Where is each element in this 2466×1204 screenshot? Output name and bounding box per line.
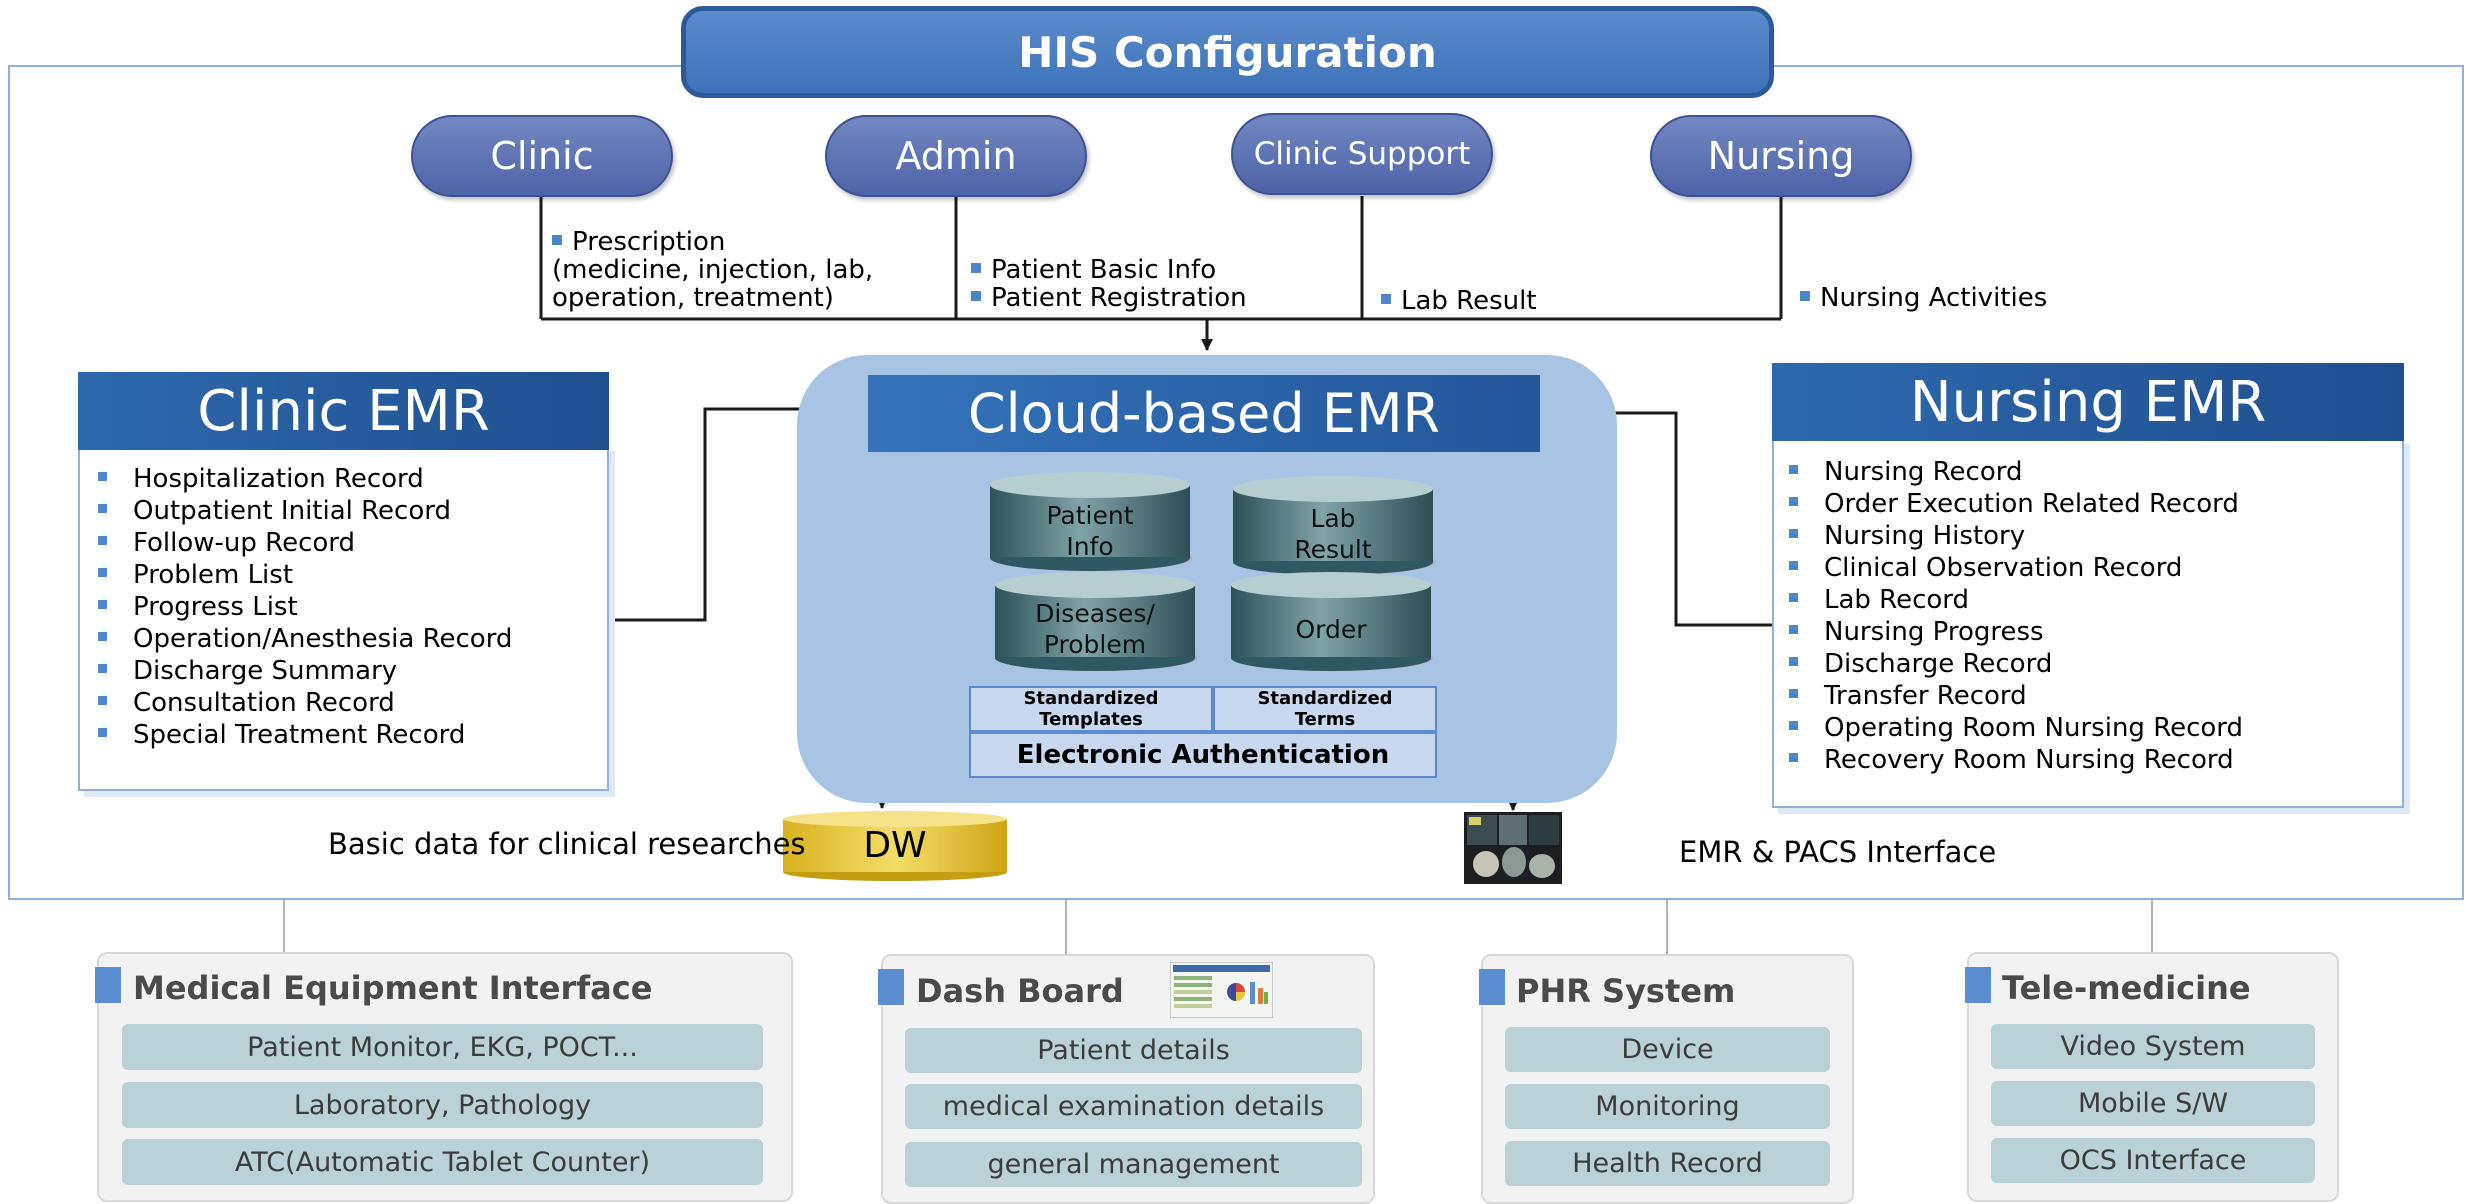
list-item: Recovery Room Nursing Record [1789,744,2402,776]
list-item: Nursing Record [1789,456,2402,488]
module-item: general management [905,1142,1362,1187]
patient-info-label: Patient Info [990,500,1190,562]
module-item: Health Record [1505,1141,1830,1186]
list-item: Hospitalization Record [98,463,607,495]
list-item: Transfer Record [1789,680,2402,712]
module-item: Video System [1991,1024,2315,1069]
clinic-flow-line: operation, treatment) [552,283,834,313]
list-item: Discharge Record [1789,648,2402,680]
list-item: Operating Room Nursing Record [1789,712,2402,744]
module-item: Patient details [905,1028,1362,1073]
admin-flow-line: Patient Registration [991,283,1247,313]
module-marker [1965,967,1991,1003]
order-db-icon [1231,572,1433,671]
module-item: Device [1505,1027,1830,1072]
list-item: Discharge Summary [98,655,607,687]
module-item: Monitoring [1505,1084,1830,1129]
std-line: Standardized [1257,688,1393,709]
cloud-emr-header: Cloud-based EMR [868,375,1540,452]
order-label: Order [1295,615,1367,644]
module-title: Tele-medicine [2002,969,2251,1007]
list-item: Order Execution Related Record [1789,488,2402,520]
db-label-line: Result [1294,535,1372,564]
db-label-line: Problem [1043,630,1147,659]
module-item: ATC(Automatic Tablet Counter) [122,1139,763,1185]
admin-node: Admin [825,115,1087,197]
nursing-emr-panel: Nursing Record Order Execution Related R… [1772,438,2404,808]
clinic-support-flow-note: Lab Result [1381,287,1537,315]
clinic-emr-list: Hospitalization Record Outpatient Initia… [80,447,607,751]
db-label-line: Info [1066,532,1114,561]
std-line: Templates [1039,709,1143,730]
clinic-support-flow-line: Lab Result [1401,286,1537,316]
bullet-icon [971,262,981,273]
module-title: PHR System [1516,972,1736,1010]
module-marker [95,967,121,1003]
dw-caption: Basic data for clinical researches [328,827,806,861]
list-item: Follow-up Record [98,527,607,559]
diseases-label: Diseases/ Problem [995,598,1195,660]
db-label-line: Patient [1046,501,1134,530]
db-label-line: Lab [1310,504,1356,533]
clinic-flow-line: (medicine, injection, lab, [552,255,874,285]
nursing-flow-line: Nursing Activities [1820,283,2048,313]
arrow-clinic-emr [609,403,865,622]
module-item: Mobile S/W [1991,1081,2315,1126]
list-item: Consultation Record [98,687,607,719]
standardized-templates: Standardized Templates [969,686,1213,732]
module-item: medical examination details [905,1084,1362,1129]
nursing-emr-list: Nursing Record Order Execution Related R… [1774,440,2402,776]
clinic-flow-line: Prescription [572,227,726,257]
list-item: Nursing Progress [1789,616,2402,648]
standardized-terms: Standardized Terms [1213,686,1437,732]
list-item: Problem List [98,559,607,591]
module-title: Dash Board [916,972,1124,1010]
clinic-emr-header: Clinic EMR [78,372,609,450]
bullet-icon [971,290,981,301]
bullet-icon [552,234,562,245]
db-label-line: Diseases/ [1035,599,1155,628]
module-title: Medical Equipment Interface [133,969,653,1007]
clinic-emr-panel: Hospitalization Record Outpatient Initia… [78,445,609,791]
module-item: OCS Interface [1991,1138,2315,1183]
nursing-flow-note: Nursing Activities [1800,284,2047,312]
list-item: Lab Record [1789,584,2402,616]
electronic-authentication: Electronic Authentication [969,732,1437,778]
clinic-flow-note: Prescription (medicine, injection, lab, … [552,228,873,312]
bullet-icon [1381,293,1391,304]
nursing-node: Nursing [1650,115,1912,197]
dw-db-icon [783,811,1007,881]
lab-result-label: Lab Result [1233,503,1433,565]
admin-flow-note: Patient Basic Info Patient Registration [971,256,1247,312]
patient-info-db-icon [990,472,1192,571]
diseases-db-icon [995,572,1197,671]
list-item: Outpatient Initial Record [98,495,607,527]
clinic-node: Clinic [411,115,673,197]
nursing-emr-header: Nursing EMR [1772,363,2404,441]
list-item: Progress List [98,591,607,623]
admin-flow-line: Patient Basic Info [991,255,1217,285]
list-item: Operation/Anesthesia Record [98,623,607,655]
pacs-caption: EMR & PACS Interface [1679,835,1997,869]
list-item: Clinical Observation Record [1789,552,2402,584]
module-item: Patient Monitor, EKG, POCT... [122,1024,763,1070]
dw-label: DW [863,825,927,866]
bullet-icon [1800,290,1810,301]
clinic-support-node: Clinic Support [1231,113,1493,195]
dashboard-screenshot-icon [1170,962,1273,1018]
list-item: Nursing History [1789,520,2402,552]
module-marker [1479,969,1505,1005]
pacs-image-icon [1464,812,1562,884]
std-line: Standardized [1023,688,1159,709]
std-line: Terms [1294,709,1356,730]
page-title: HIS Configuration [681,6,1774,98]
module-item: Laboratory, Pathology [122,1082,763,1128]
module-marker [878,969,904,1005]
list-item: Special Treatment Record [98,719,607,751]
lab-result-db-icon [1233,476,1435,575]
